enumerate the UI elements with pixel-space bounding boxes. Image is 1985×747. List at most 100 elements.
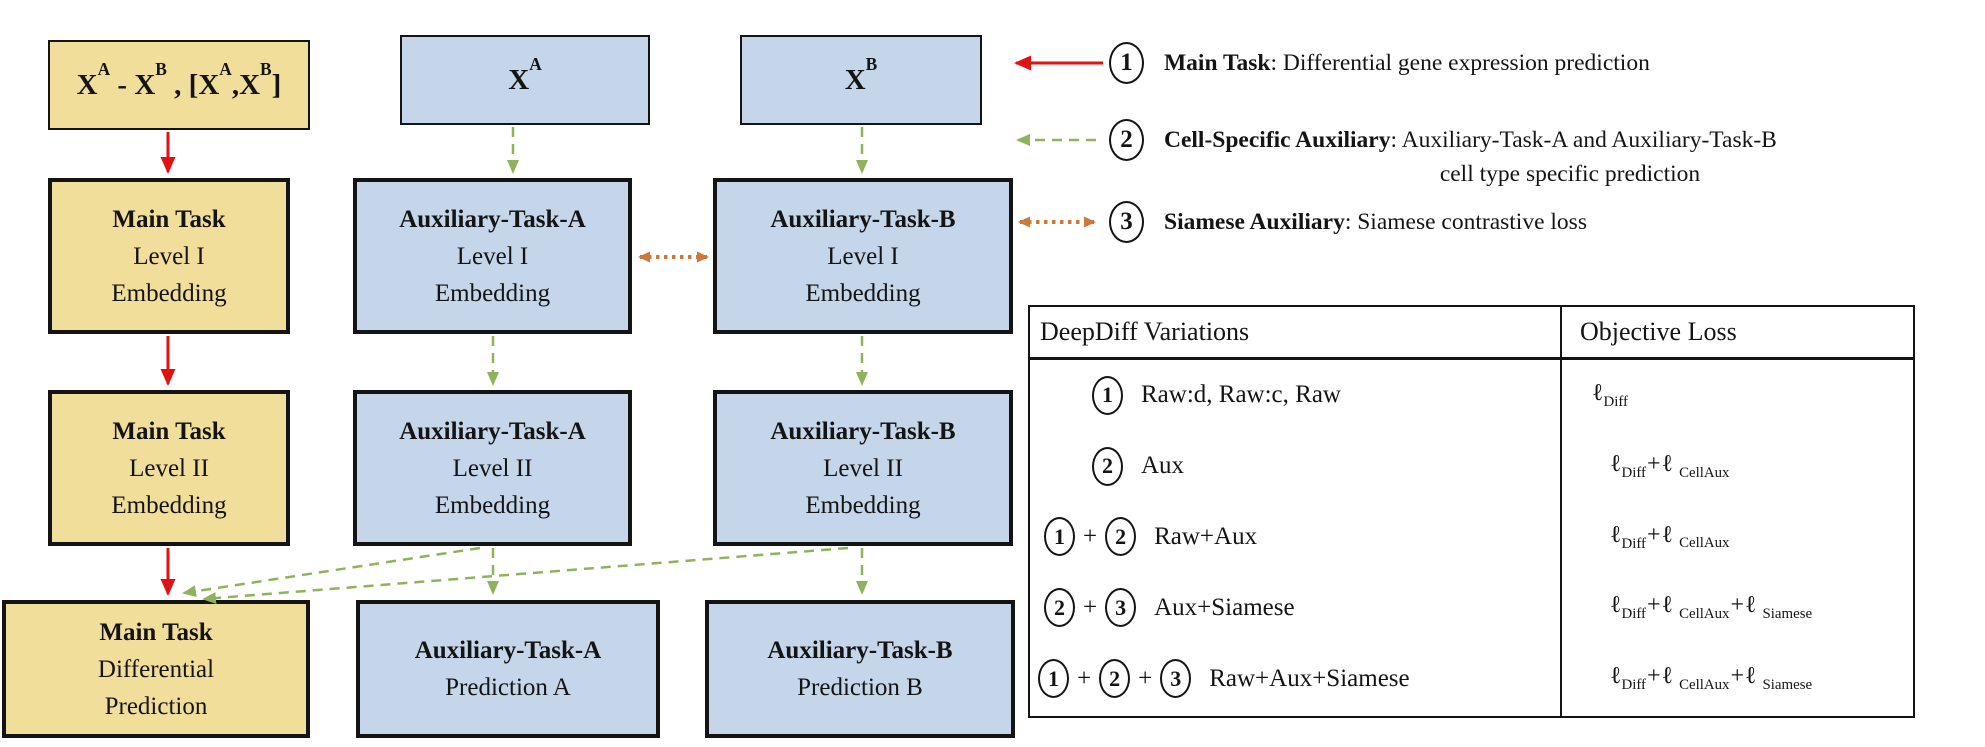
auxB-level2-to-main-prediction-arrow [202,546,849,605]
auxA-level2-box: Auxiliary-Task-A Level II Embedding [353,390,632,546]
text-segment: Level I [456,242,529,270]
box-text-line: Auxiliary-Task-B [770,201,955,238]
plus-sign: + [1730,663,1745,690]
loss-cell: ℓDiff [1560,380,1913,411]
legend-item-cell-specific-auxiliary: Cell-Specific Auxiliary: Auxiliary-Task-… [1164,123,1976,191]
text-segment: B [865,54,878,75]
table-circle-2: 2 [1105,517,1137,557]
loss-subscript: CellAux [1679,606,1730,623]
text-segment: : Siamese contrastive loss [1344,209,1587,235]
table-circle-1: 1 [1092,375,1123,415]
loss-subscript: Diff [1621,676,1647,693]
plus-sign: + [1077,664,1092,692]
text-segment: Auxiliary-Task-B [767,637,953,664]
box-text-line: Main Task [112,413,225,450]
legend-circle-3: 3 [1109,201,1144,243]
legend-text-line: Siamese Auxiliary: Siamese contrastive l… [1164,205,1976,239]
box-text-line: Embedding [111,487,226,524]
text-segment: Differential [97,655,215,683]
text-segment: Siamese Auxiliary [1164,209,1345,235]
ell-symbol: ℓ [1661,521,1674,548]
text-segment: Embedding [805,279,921,307]
legend-text-line: Main Task: Differential gene expression … [1164,46,1976,80]
text-segment: Auxiliary-Task-B [770,417,956,445]
text-segment: Main Task [112,417,226,445]
loss-subscript: Diff [1603,393,1629,410]
loss-subscript: Siamese [1762,676,1813,693]
legend-circle-2: 2 [1109,119,1144,161]
table-circle-3: 3 [1160,659,1192,699]
text-segment: Embedding [111,491,227,519]
loss-subscript: Diff [1621,535,1647,552]
text-segment: Level I [827,242,899,270]
ell-symbol: ℓ [1661,592,1674,619]
text-segment: , [ [166,68,199,101]
box-text-line: Embedding [435,275,550,312]
box-text-line: Level II [453,450,533,487]
table-header-loss: Objective Loss [1580,317,1737,346]
table-header-variations: DeepDiff Variations [1040,317,1250,346]
ell-symbol: ℓ [1745,592,1757,619]
loss-subscript: Siamese [1762,606,1813,623]
text-segment: Level II [452,454,533,482]
text-segment: : Auxiliary-Task-A and Auxiliary-Task-B [1390,127,1777,153]
plus-sign: + [1647,592,1661,619]
box-text-line: Prediction A [445,669,571,706]
plus-sign: + [1730,592,1745,619]
plus-sign: + [1138,664,1153,692]
table-circle-1: 1 [1038,659,1069,699]
text-segment: Main Task [99,618,213,646]
ell-symbol: ℓ [1592,380,1604,406]
legend-item-main-task: Main Task: Differential gene expression … [1164,46,1976,80]
ell-symbol: ℓ [1661,663,1674,690]
text-segment: A [529,54,542,75]
text-segment: Main Task [112,205,226,233]
box-text-line: XB [845,55,878,99]
table-header-row: DeepDiff Variations Objective Loss [1030,307,1913,360]
table-circle-1: 1 [1044,517,1075,557]
box-text-line: Level I [133,238,204,275]
legend-circle-1: 1 [1109,42,1144,84]
box-text-line: Level II [823,450,903,487]
plus-sign: + [1647,521,1661,548]
box-text-line: Auxiliary-Task-A [415,632,602,669]
text-segment: Auxiliary-Task-A [399,417,586,445]
loss-subscript: CellAux [1679,535,1730,552]
legend-text-line: Cell-Specific Auxiliary: Auxiliary-Task-… [1164,123,1976,157]
text-segment: Embedding [111,279,227,307]
box-text-line: Embedding [435,487,550,524]
box-text-line: Embedding [805,487,920,524]
text-segment: Prediction [104,692,208,720]
loss-subscript: CellAux [1679,464,1730,481]
variation-label: Raw+Aux [1154,522,1258,550]
box-text-line: Embedding [805,275,920,312]
text-segment: Embedding [434,279,551,307]
ell-symbol: ℓ [1610,521,1622,548]
text-segment: Main Task [1164,50,1271,76]
box-text-line: Auxiliary-Task-A [399,413,586,450]
plus-sign: + [1083,522,1098,550]
text-segment: B [155,59,167,80]
text-segment: : Differential gene expression predictio… [1270,50,1650,76]
xb-input-box: XB [740,35,982,125]
plus-sign: + [1647,450,1661,477]
loss-subscript: CellAux [1679,676,1730,693]
text-segment: X [198,68,220,101]
